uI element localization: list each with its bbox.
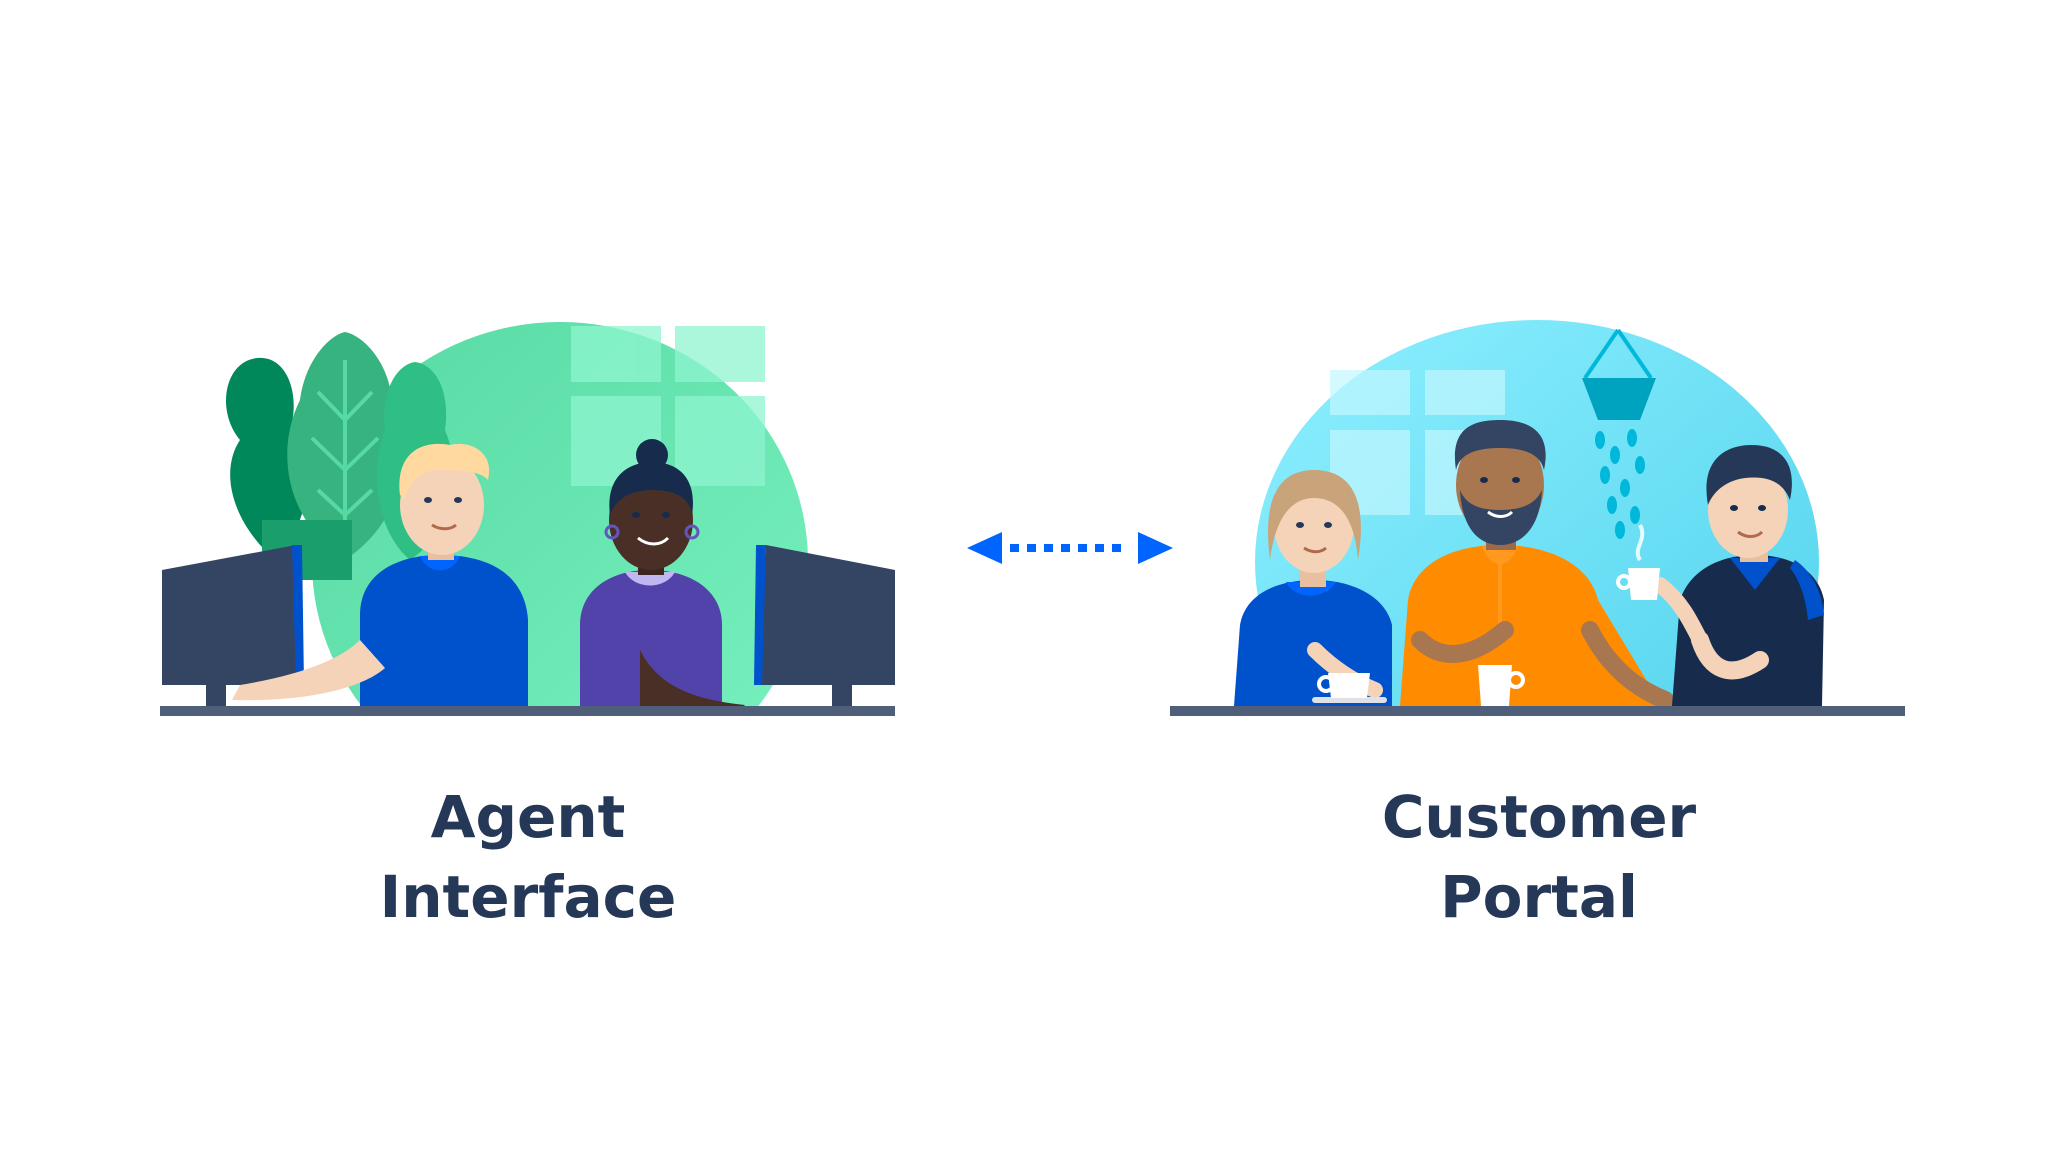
agent-desk [160, 706, 895, 716]
customer-person-man [1652, 445, 1824, 706]
monitor-right-icon [754, 545, 895, 710]
customer-portal-caption: Customer Portal [1279, 777, 1799, 937]
agent-person-woman [580, 439, 745, 710]
customer-caption-line2: Portal [1440, 863, 1638, 931]
hanging-plant-icon [1582, 328, 1656, 539]
bidirectional-dotted-arrow-icon [967, 532, 1173, 564]
agent-interface-caption: Agent Interface [268, 777, 788, 937]
window-icon [1330, 370, 1505, 515]
agent-person-man [232, 443, 528, 710]
coffee-cup-icon [1478, 665, 1525, 706]
customer-person-bearded-man [1400, 420, 1674, 709]
customer-desk [1170, 706, 1905, 716]
agent-interface-scene [160, 322, 895, 716]
agent-caption-line2: Interface [379, 863, 677, 931]
agent-caption-line1: Agent [430, 783, 626, 851]
monitor-left-icon [162, 545, 304, 710]
customer-caption-line1: Customer [1381, 783, 1697, 851]
coffee-cup-icon [1616, 524, 1660, 600]
customer-portal-scene [1170, 320, 1905, 716]
coffee-cup-icon [1312, 673, 1387, 703]
